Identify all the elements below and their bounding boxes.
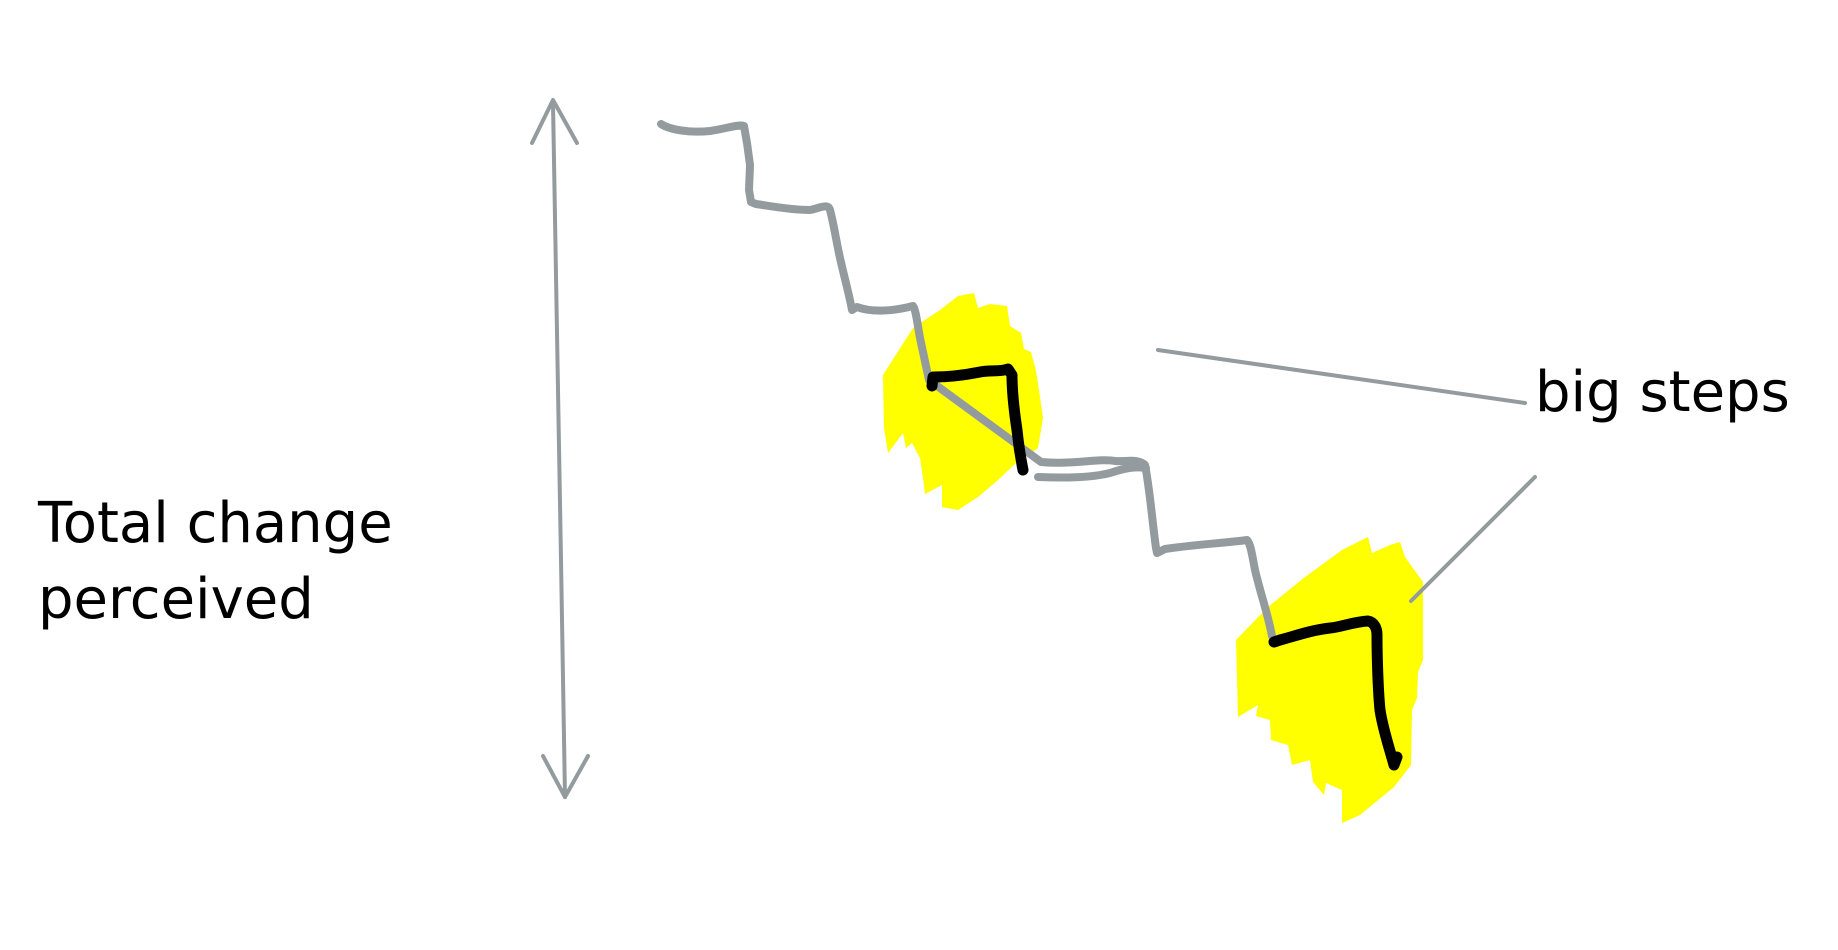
callout-line-2 bbox=[1409, 475, 1537, 603]
total-change-label: Total change perceived bbox=[38, 486, 393, 638]
callout-line-1 bbox=[1156, 348, 1527, 405]
arrow-shaft bbox=[551, 101, 567, 799]
total-change-line-1: Total change bbox=[38, 491, 393, 556]
big-step-2 bbox=[1268, 615, 1403, 771]
highlight-scribble-2 bbox=[1236, 537, 1423, 823]
total-change-line-2: perceived bbox=[38, 567, 314, 633]
double-arrow-icon bbox=[530, 98, 590, 799]
highlight-2-area bbox=[1236, 537, 1423, 823]
arrow-head-bottom bbox=[541, 754, 590, 799]
staircase-line bbox=[657, 120, 1276, 640]
big-step-1 bbox=[926, 363, 1029, 476]
arrow-head-top bbox=[530, 98, 579, 145]
staircase-connector bbox=[1034, 463, 1150, 482]
big-steps-label: big steps bbox=[1535, 360, 1790, 425]
